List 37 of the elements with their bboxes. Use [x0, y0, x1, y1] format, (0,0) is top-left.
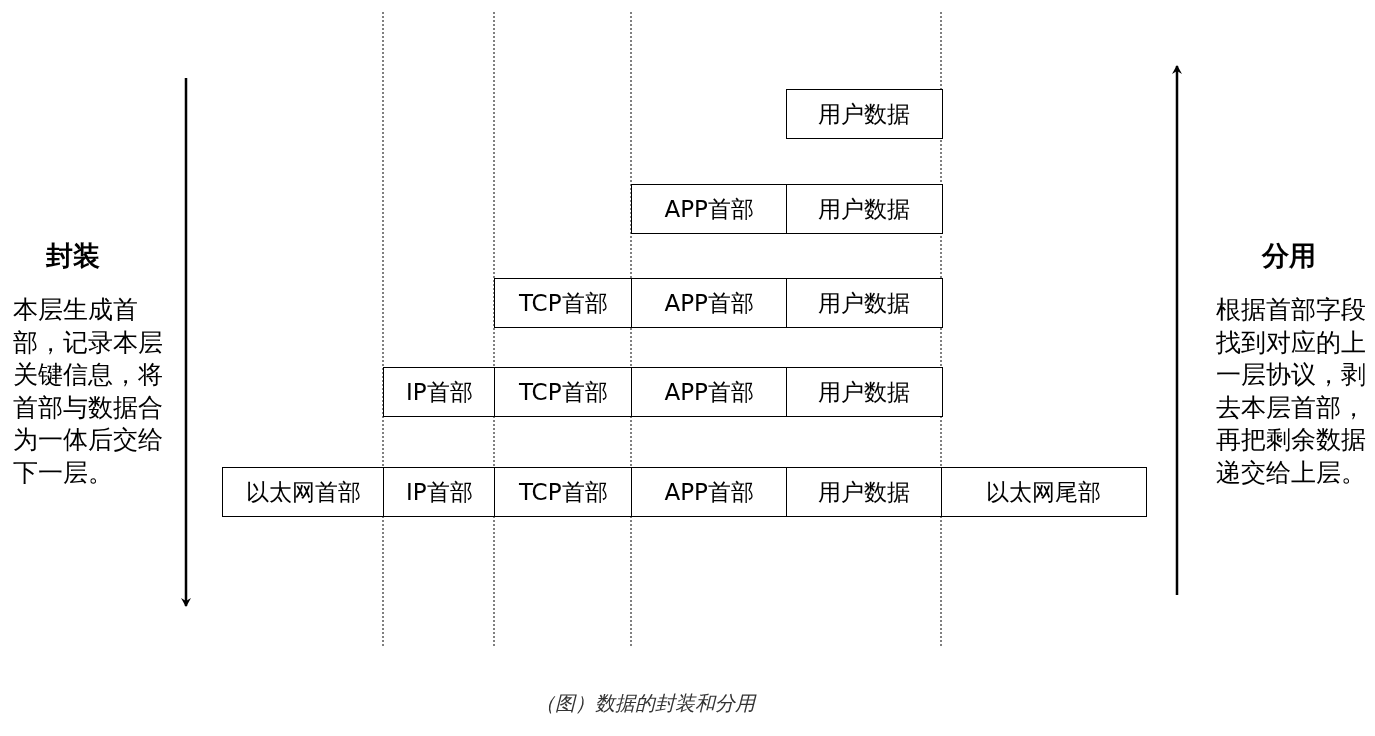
field-box — [222, 467, 385, 517]
field-label: APP首部 — [664, 477, 754, 507]
field-label: APP首部 — [664, 288, 754, 318]
field-box — [631, 184, 788, 234]
field-label: 用户数据 — [818, 99, 911, 129]
field-label: IP首部 — [405, 377, 473, 407]
field-label: APP首部 — [664, 194, 754, 224]
field-label: IP首部 — [405, 477, 473, 507]
field-label: 以太网尾部 — [986, 477, 1102, 507]
heading: 分用 — [1262, 239, 1316, 273]
field-box — [941, 467, 1147, 517]
field-box — [494, 278, 633, 328]
field-label: 以太网首部 — [245, 477, 361, 507]
field-box — [786, 278, 943, 328]
field-label: 用户数据 — [818, 377, 911, 407]
field-label: TCP首部 — [518, 477, 608, 507]
field-box — [631, 278, 788, 328]
field-box — [786, 467, 943, 517]
field-box — [631, 467, 788, 517]
field-box — [494, 367, 633, 417]
field-box — [383, 467, 496, 517]
heading: 封装 — [46, 239, 100, 273]
field-label: TCP首部 — [518, 377, 608, 407]
field-label: APP首部 — [664, 377, 754, 407]
field-label: 用户数据 — [818, 288, 911, 318]
field-box — [786, 367, 943, 417]
field-label: 用户数据 — [818, 477, 911, 507]
field-box — [383, 367, 496, 417]
description-text: 本层生成首部，记录本层关键信息，将首部与数据合为一体后交给下一层。 — [13, 294, 163, 489]
field-label: TCP首部 — [518, 288, 608, 318]
field-box — [631, 367, 788, 417]
field-label: 用户数据 — [818, 194, 911, 224]
field-box — [494, 467, 633, 517]
description-text: 根据首部字段找到对应的上一层协议，剥去本层首部，再把剩余数据递交给上层。 — [1216, 294, 1366, 489]
caption: （图）数据的封装和分用 — [534, 690, 758, 717]
field-box — [786, 184, 943, 234]
field-box — [786, 89, 943, 139]
